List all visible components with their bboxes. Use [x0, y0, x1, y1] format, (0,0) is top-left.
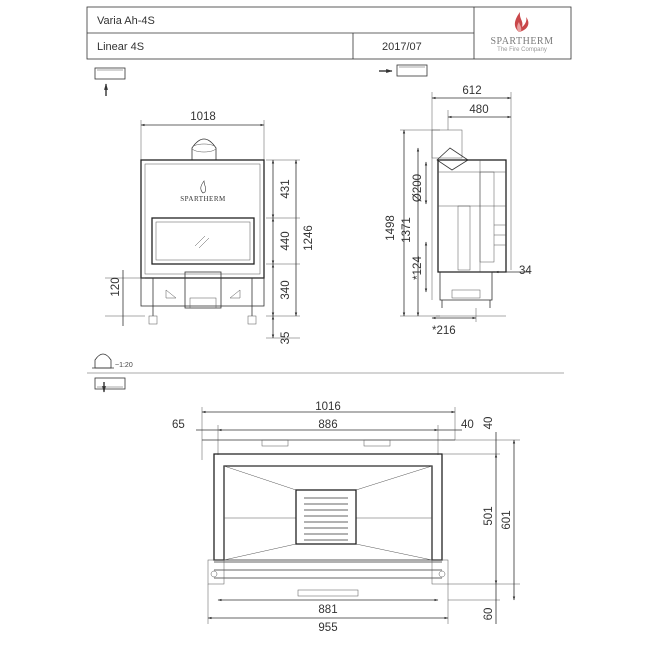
dim-front-35: 35	[280, 332, 292, 345]
dim-side-1498: 1498	[385, 215, 397, 241]
dim-front-431: 431	[280, 179, 292, 198]
dim-front-440: 440	[280, 231, 292, 250]
dim-front-width: 1018	[190, 111, 216, 123]
brand-tagline: The Fire Company	[497, 47, 547, 53]
dim-side-612: 612	[462, 85, 481, 97]
dim-front-1246: 1246	[303, 225, 315, 251]
model-name: Varia Ah-4S	[97, 15, 155, 27]
flame-icon	[514, 12, 529, 32]
drawing-date: 2017/07	[382, 41, 422, 53]
spartherm-logo: SPARTHERM The Fire Company	[491, 12, 554, 53]
dim-plan-601: 601	[501, 510, 513, 529]
dim-front-340: 340	[280, 280, 292, 299]
dim-side-34: 34	[519, 265, 532, 277]
dim-side-124: *124	[412, 256, 424, 280]
front-logo-flame-icon	[200, 180, 206, 194]
grate-slots	[304, 497, 348, 541]
dim-plan-65: 65	[172, 419, 185, 431]
dim-plan-60: 60	[483, 608, 495, 621]
dim-plan-40-vertical: 40	[483, 417, 495, 430]
dim-front-120: 120	[110, 277, 122, 296]
dim-plan-501: 501	[483, 506, 495, 525]
dim-plan-1016: 1016	[315, 401, 341, 413]
dim-plan-40-horizontal: 40	[461, 419, 474, 431]
dim-plan-886: 886	[318, 419, 337, 431]
side-view-symbol	[379, 64, 428, 77]
dim-plan-955: 955	[318, 622, 337, 634]
scale-symbol: ~1:20	[87, 353, 564, 393]
front-logo: SPARTHERM	[180, 195, 226, 203]
dim-side-200: Ø200	[412, 174, 424, 202]
brand-name: SPARTHERM	[491, 36, 554, 47]
dim-side-1371: 1371	[401, 217, 413, 243]
side-view: 612 480 34 1498 1371	[385, 85, 532, 337]
dim-side-480: 480	[469, 104, 488, 116]
scale-label: ~1:20	[115, 362, 133, 369]
dim-plan-881: 881	[318, 604, 337, 616]
title-block: Varia Ah-4S Linear 4S 2017/07 SPARTHERM …	[86, 6, 572, 60]
flame-icon-inner	[517, 22, 522, 32]
dim-side-216: *216	[432, 325, 456, 337]
arch-icon	[94, 353, 112, 369]
plan-view: 1016 65 886 40	[172, 401, 520, 634]
front-view: 1018 SPARTHERM 431 440	[105, 111, 315, 344]
variant-name: Linear 4S	[97, 41, 144, 53]
front-view-symbol	[94, 67, 126, 96]
